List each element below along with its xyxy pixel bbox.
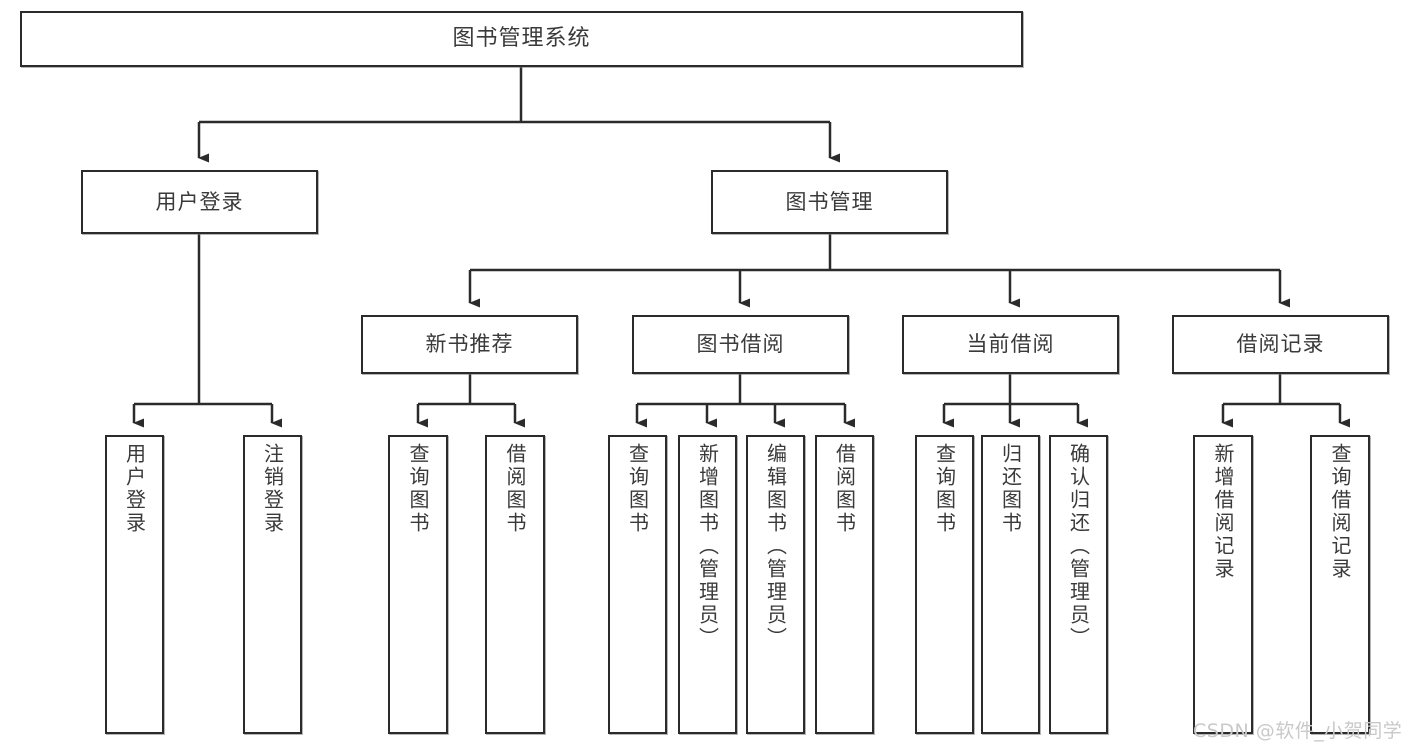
node-label: 新书推荐 <box>425 332 514 357</box>
node-label: 借阅图书 <box>503 443 527 535</box>
leaf-new-book-query[interactable]: 查询图书 <box>388 435 448 734</box>
node-label: 查询图书 <box>406 443 430 535</box>
node-label: 图书管理 <box>785 189 874 214</box>
leaf-book-borrow-borrow[interactable]: 借阅图书 <box>815 435 874 734</box>
node-label: 图书管理系统 <box>452 26 591 52</box>
leaf-book-borrow-add[interactable]: 新增图书（管理员） <box>678 435 737 734</box>
node-label: 新增借阅记录 <box>1211 443 1235 581</box>
node-label: 确认归还（管理员） <box>1066 443 1091 650</box>
node-label: 查询图书 <box>625 443 650 535</box>
leaf-user-login-login[interactable]: 用户登录 <box>105 435 164 734</box>
node-user-login[interactable]: 用户登录 <box>81 170 318 234</box>
leaf-borrow-record-query[interactable]: 查询借阅记录 <box>1310 435 1370 734</box>
node-book-borrow[interactable]: 图书借阅 <box>632 315 849 374</box>
node-label: 借阅图书 <box>832 443 857 535</box>
node-label: 用户登录 <box>122 443 147 535</box>
node-label: 查询图书 <box>932 443 957 535</box>
leaf-book-borrow-edit[interactable]: 编辑图书（管理员） <box>746 435 805 734</box>
node-label: 当前借阅 <box>966 332 1055 357</box>
leaf-current-borrow-query[interactable]: 查询图书 <box>915 435 974 734</box>
node-new-book-recommend[interactable]: 新书推荐 <box>361 315 578 374</box>
node-label: 编辑图书（管理员） <box>763 443 788 650</box>
node-label: 归还图书 <box>998 443 1023 535</box>
node-root-system[interactable]: 图书管理系统 <box>20 11 1023 67</box>
node-label: 图书借阅 <box>696 332 785 357</box>
leaf-current-borrow-confirm-return[interactable]: 确认归还（管理员） <box>1049 435 1108 734</box>
node-label: 新增图书（管理员） <box>695 443 720 650</box>
node-label: 查询借阅记录 <box>1328 443 1352 581</box>
node-label: 用户登录 <box>155 189 244 214</box>
csdn-watermark: CSDN @软件_小贺同学 <box>1193 720 1403 742</box>
leaf-book-borrow-query[interactable]: 查询图书 <box>608 435 667 734</box>
leaf-current-borrow-return[interactable]: 归还图书 <box>981 435 1040 734</box>
leaf-new-book-borrow[interactable]: 借阅图书 <box>485 435 545 734</box>
node-label: 注销登录 <box>260 443 285 535</box>
node-book-management[interactable]: 图书管理 <box>711 170 948 234</box>
node-borrow-record[interactable]: 借阅记录 <box>1172 315 1389 374</box>
leaf-borrow-record-add[interactable]: 新增借阅记录 <box>1193 435 1253 734</box>
node-current-borrow[interactable]: 当前借阅 <box>902 315 1119 374</box>
node-label: 借阅记录 <box>1236 332 1325 357</box>
leaf-user-login-logout[interactable]: 注销登录 <box>243 435 302 734</box>
